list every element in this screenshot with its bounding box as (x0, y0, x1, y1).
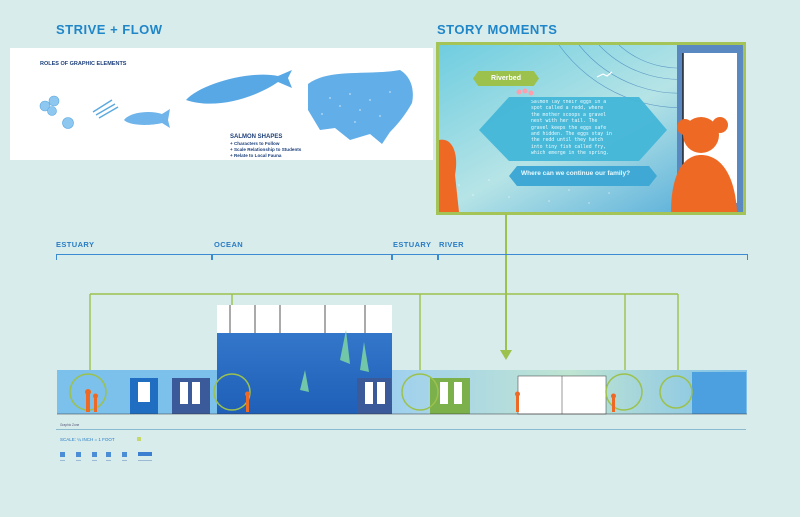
salmon-point-2: + Scale Relationship to Students (230, 147, 302, 152)
story-connector-arrow (500, 214, 512, 360)
ocean-upper-windows (217, 305, 392, 333)
legend-icons (60, 452, 152, 461)
story-text-hexagon (479, 97, 667, 161)
child-silhouette-right (671, 117, 737, 212)
small-salmon-shape (124, 109, 170, 128)
scale-swatch (137, 437, 141, 441)
graphic-zone-caption: Graphic Zone (60, 423, 80, 427)
story-question: Where can we continue our family? (521, 170, 631, 177)
zone-bracket-estuary-right (392, 254, 438, 260)
roles-title: ROLES OF GRAPHIC ELEMENTS (40, 61, 127, 67)
zone-label-river: RIVER (439, 240, 464, 249)
bird-icon (596, 71, 613, 78)
story-moments-heading: STORY MOMENTS (437, 22, 558, 37)
story-moment-markers (69, 373, 693, 411)
graphic-elements-illustration (39, 70, 413, 144)
student-figures (85, 389, 616, 412)
medium-salmon-shape (186, 70, 292, 104)
zone-label-estuary-right: ESTUARY (393, 240, 432, 249)
scale-note: SCALE: ¼ INCH = 1 FOOT (60, 437, 115, 442)
zone-label-ocean: OCEAN (214, 240, 244, 249)
zone-bracket-ocean (212, 254, 392, 260)
door-3 (357, 378, 391, 414)
wall-elevation (57, 305, 747, 415)
scale-texture (321, 91, 391, 123)
salmon-point-1: + Characters to Follow (230, 141, 280, 146)
graphic-elements-panel: ROLES OF GRAPHIC ELEMENTS SALMON SHAPES … (10, 48, 433, 160)
door-2 (172, 378, 210, 414)
salmon-point-3: + Relate to Local Fauna (230, 153, 282, 158)
zone-label-estuary-left: ESTUARY (56, 240, 95, 249)
riverbed-tag: Riverbed (473, 71, 539, 86)
zone-bracket-estuary-left (56, 254, 212, 260)
elevation-baseline (56, 429, 746, 430)
zone-bracket-river (438, 254, 748, 260)
story-moment-panel: Riverbed Salmon lay their eggs in a spot… (436, 42, 746, 215)
bubble-cluster (39, 95, 74, 129)
question-bar (509, 166, 657, 186)
child-silhouette-left (439, 139, 459, 212)
story-background (439, 45, 743, 212)
strive-flow-heading: STRIVE + FLOW (56, 22, 163, 37)
window-right (692, 372, 746, 414)
large-salmon-shape (308, 70, 413, 144)
salmon-shapes-title: SALMON SHAPES (230, 134, 283, 140)
wave-lines (92, 99, 119, 119)
salmon-eggs-icon (516, 88, 534, 96)
story-body-text: Salmon lay their eggs in a spot called a… (531, 100, 612, 157)
kelp-graphics (300, 330, 369, 392)
